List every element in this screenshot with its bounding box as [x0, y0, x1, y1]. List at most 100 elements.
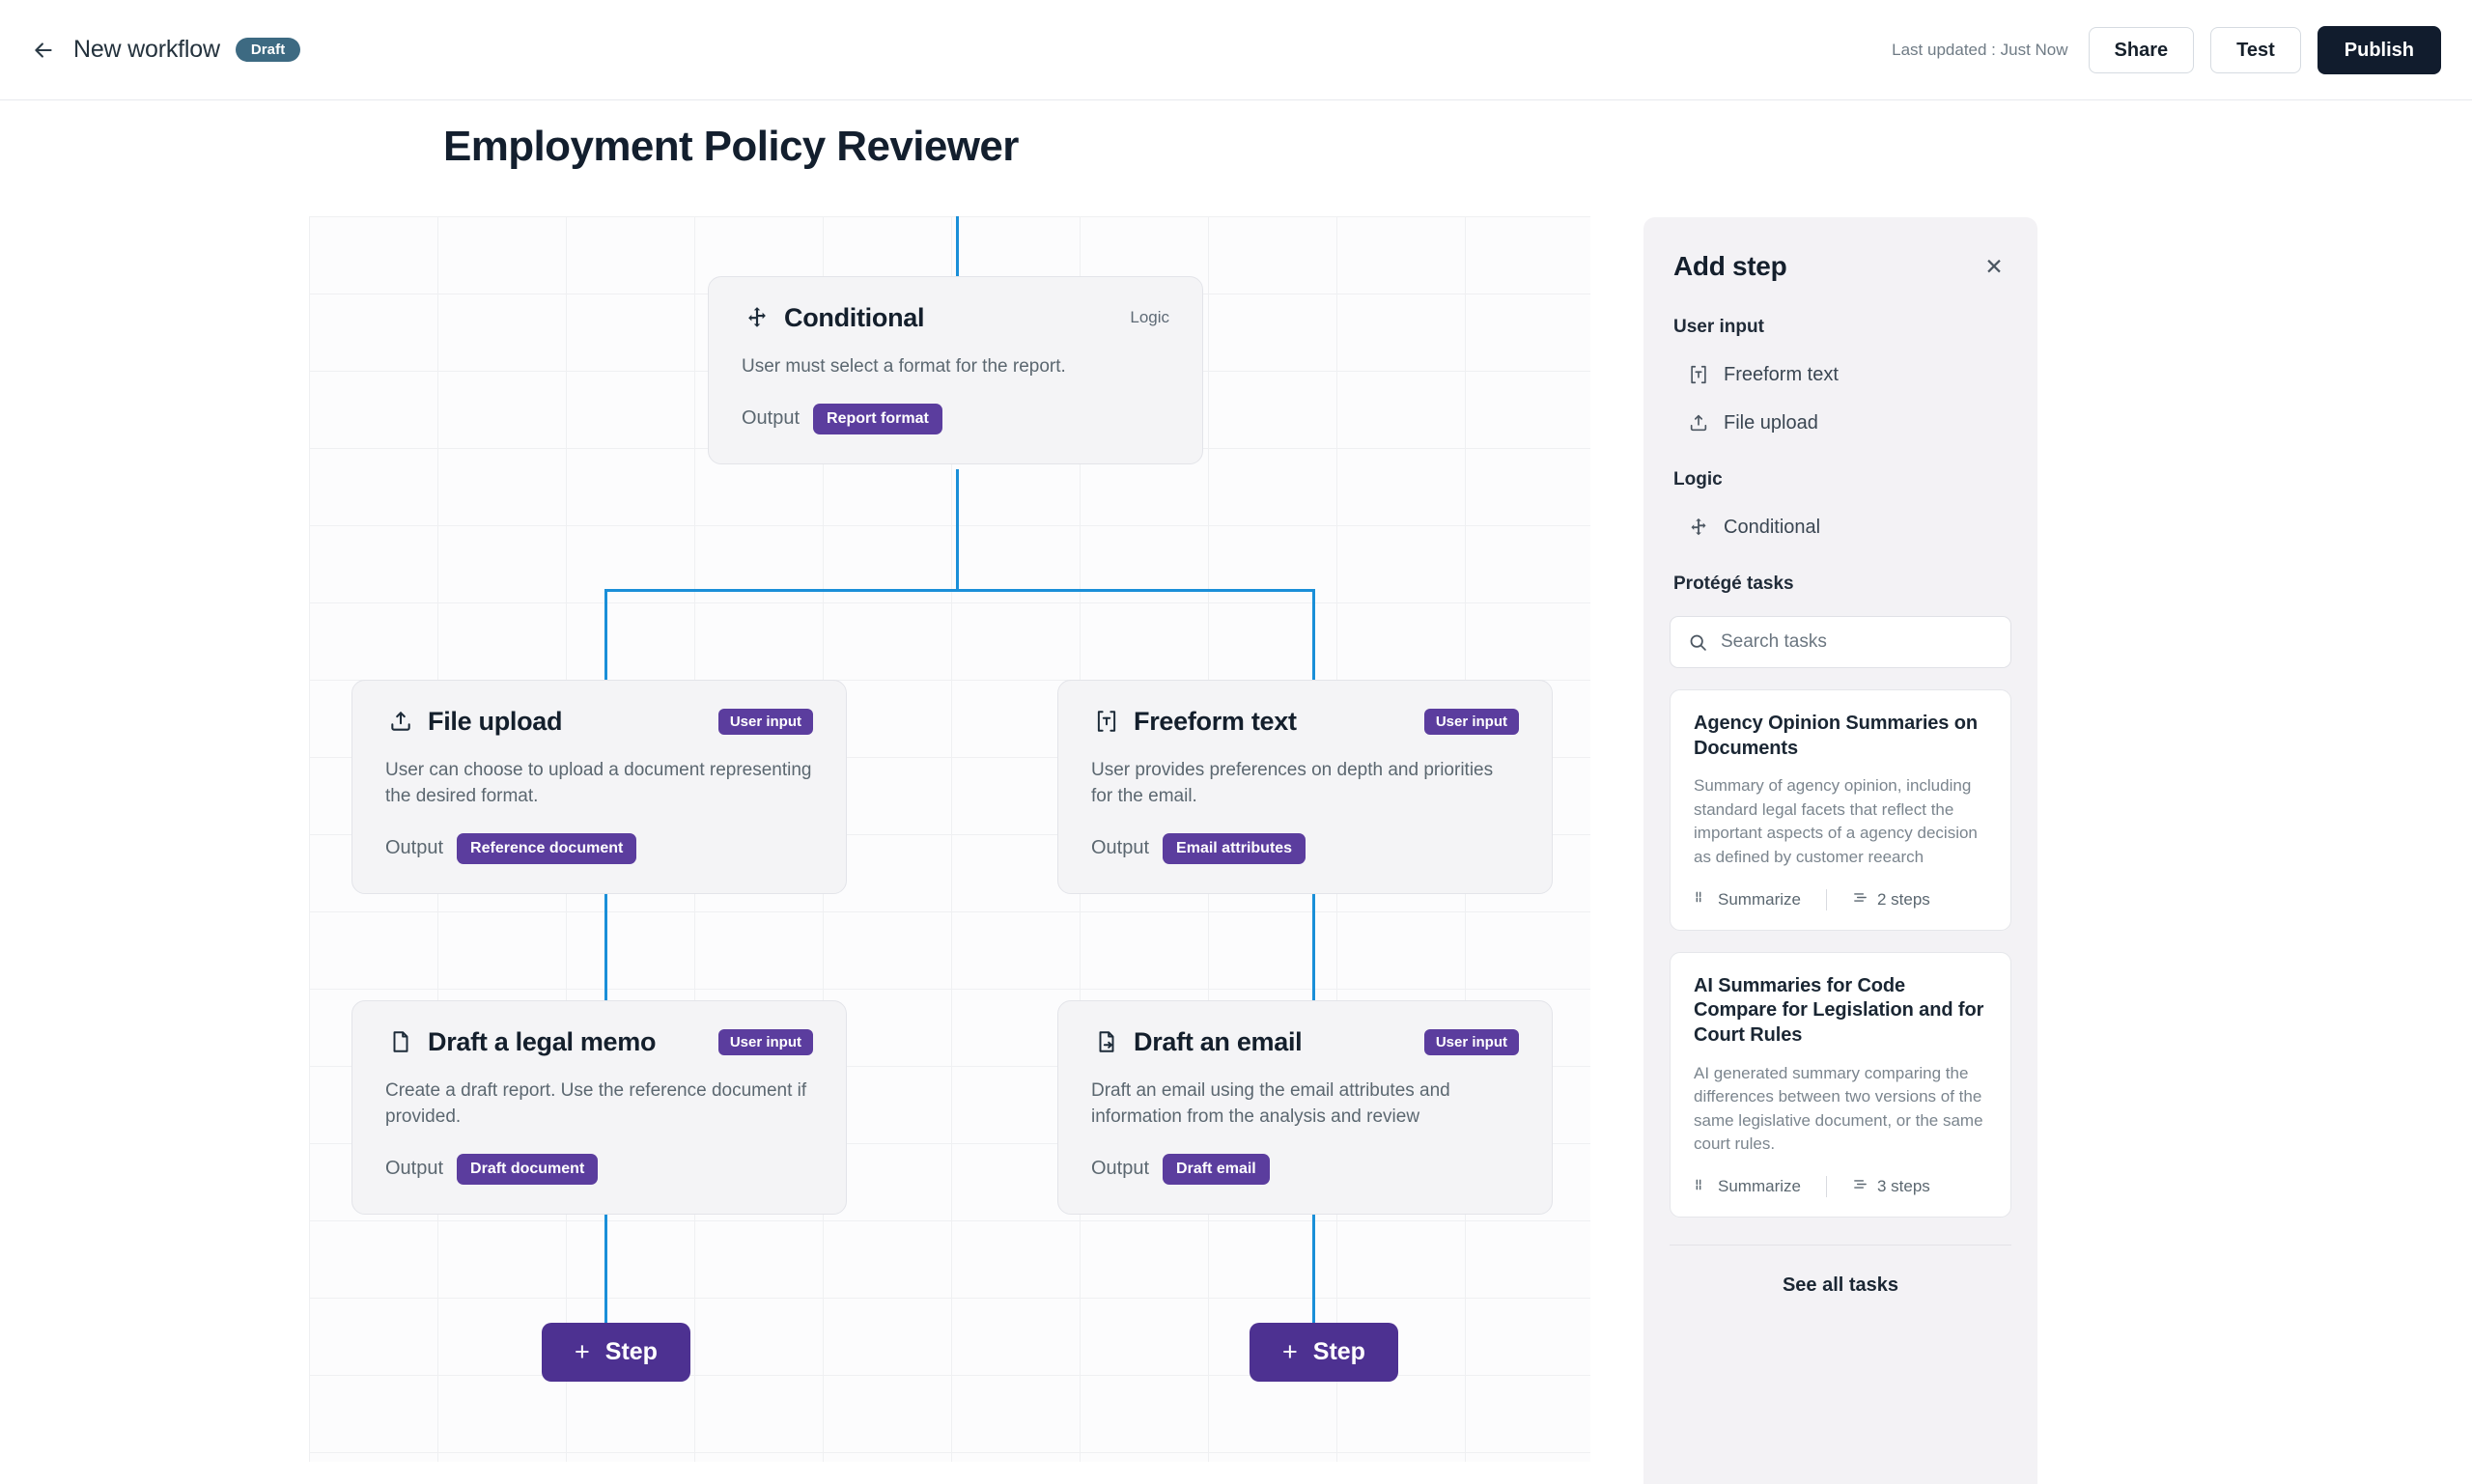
node-tag: User input — [717, 1028, 813, 1055]
node-tag: User input — [1423, 1028, 1519, 1055]
task-card[interactable]: AI Summaries for Code Compare for Legisl… — [1670, 951, 2011, 1218]
task-type-label: Summarize — [1718, 889, 1801, 909]
node-description: User provides preferences on depth and p… — [1091, 760, 1494, 806]
plus-icon: + — [1282, 1337, 1298, 1366]
flow-node-draft-an-email[interactable]: Draft an email User input Draft an email… — [1057, 1000, 1553, 1215]
node-description: User can choose to upload a document rep… — [385, 760, 812, 806]
node-description: Create a draft report. Use the reference… — [385, 1080, 807, 1127]
task-steps-label: 2 steps — [1876, 889, 1930, 909]
flow-node-freeform-text[interactable]: Freeform text User input User provides p… — [1057, 680, 1553, 894]
output-chip: Draft document — [457, 1153, 599, 1185]
panel-item-label: Conditional — [1724, 516, 1821, 538]
move-cross-icon — [742, 302, 772, 333]
search-input[interactable] — [1721, 631, 1995, 653]
status-badge: Draft — [235, 38, 301, 62]
steps-icon — [1852, 889, 1868, 910]
connector-branch-left-down — [604, 589, 607, 680]
flow-node-conditional[interactable]: Conditional Logic User must select a for… — [708, 276, 1203, 464]
text-bracket-icon — [1091, 706, 1122, 737]
node-tag: Logic — [1130, 308, 1169, 326]
output-chip: Report format — [813, 403, 942, 434]
workflow-name: New workflow — [73, 36, 220, 63]
node-header: Draft an email User input — [1091, 1026, 1519, 1057]
task-meta: Summarize 3 steps — [1694, 1176, 1987, 1198]
plus-icon: + — [575, 1337, 590, 1366]
connector-email-to-step — [1312, 1215, 1315, 1323]
node-title: Draft an email — [1134, 1026, 1303, 1056]
last-updated-text: Last updated : Just Now — [1892, 40, 2068, 59]
panel-item-file-upload[interactable]: File upload — [1643, 411, 2037, 434]
node-tag: User input — [1423, 708, 1519, 735]
close-icon[interactable]: ✕ — [1984, 253, 2004, 279]
divider — [1825, 1176, 1827, 1198]
steps-icon — [1852, 1176, 1868, 1197]
node-output-row: Output Reference document — [385, 832, 813, 864]
task-type: Summarize — [1694, 1177, 1801, 1197]
node-header: Conditional Logic — [742, 302, 1169, 333]
search-icon — [1686, 630, 1709, 654]
task-title: AI Summaries for Code Compare for Legisl… — [1694, 974, 1984, 1046]
output-label: Output — [385, 837, 444, 859]
arrow-left-icon[interactable] — [29, 36, 58, 65]
panel-header: Add step ✕ — [1643, 217, 2037, 282]
list-icon — [1694, 1177, 1709, 1197]
output-chip: Draft email — [1163, 1153, 1270, 1185]
node-title: Draft a legal memo — [428, 1026, 657, 1056]
task-meta: Summarize 2 steps — [1694, 888, 1987, 910]
test-button[interactable]: Test — [2210, 26, 2301, 73]
search-wrapper — [1643, 616, 2037, 668]
task-description: Summary of agency opinion, including sta… — [1694, 776, 1978, 867]
node-header: Freeform text User input — [1091, 706, 1519, 737]
top-bar-actions: Last updated : Just Now Share Test Publi… — [1892, 25, 2441, 74]
add-step-button-right[interactable]: + Step — [1250, 1323, 1398, 1382]
task-type-label: Summarize — [1718, 1177, 1801, 1196]
node-header: File upload User input — [385, 706, 813, 737]
panel-item-conditional[interactable]: Conditional — [1643, 516, 2037, 539]
node-output-row: Output Report format — [742, 403, 1169, 434]
flow-node-draft-legal-memo[interactable]: Draft a legal memo User input Create a d… — [351, 1000, 847, 1215]
node-tag: User input — [717, 708, 813, 735]
see-all-tasks-link[interactable]: See all tasks — [1670, 1245, 2011, 1297]
task-description: AI generated summary comparing the diffe… — [1694, 1063, 1983, 1154]
search-box[interactable] — [1670, 616, 2011, 668]
output-label: Output — [385, 1158, 444, 1180]
output-chip: Email attributes — [1163, 832, 1306, 864]
move-cross-icon — [1687, 516, 1710, 539]
panel-item-freeform-text[interactable]: Freeform text — [1643, 363, 2037, 386]
connector-freeform-to-email — [1312, 892, 1315, 1000]
task-steps-label: 3 steps — [1876, 1177, 1930, 1196]
node-output-row: Output Draft document — [385, 1153, 813, 1185]
node-output-row: Output Email attributes — [1091, 832, 1519, 864]
task-type: Summarize — [1694, 889, 1801, 910]
node-header: Draft a legal memo User input — [385, 1026, 813, 1057]
panel-section-title-protege-tasks: Protégé tasks — [1673, 574, 1794, 594]
document-arrow-icon — [1091, 1026, 1122, 1057]
panel-item-label: File upload — [1724, 411, 1818, 434]
node-output-row: Output Draft email — [1091, 1153, 1519, 1185]
text-bracket-icon — [1687, 363, 1710, 386]
top-bar-left-group: New workflow Draft — [29, 36, 301, 65]
add-step-button-left[interactable]: + Step — [542, 1323, 690, 1382]
task-steps: 3 steps — [1852, 1176, 1930, 1197]
output-chip: Reference document — [457, 832, 637, 864]
output-label: Output — [742, 407, 801, 430]
connector-top-into-conditional — [956, 216, 959, 276]
publish-button[interactable]: Publish — [2317, 25, 2441, 74]
add-step-panel: Add step ✕ User input Freeform text File… — [1643, 217, 2037, 1484]
list-icon — [1694, 889, 1709, 910]
upload-icon — [385, 706, 416, 737]
workflow-canvas[interactable]: Conditional Logic User must select a for… — [309, 216, 1590, 1462]
node-description: User must select a format for the report… — [742, 356, 1066, 377]
task-card[interactable]: Agency Opinion Summaries on Documents Su… — [1670, 689, 2011, 931]
add-step-label: Step — [604, 1338, 658, 1365]
panel-section-title-logic: Logic — [1673, 469, 1723, 490]
document-icon — [385, 1026, 416, 1057]
output-label: Output — [1091, 1158, 1150, 1180]
output-label: Output — [1091, 837, 1150, 859]
add-step-label: Step — [1312, 1338, 1365, 1365]
connector-conditional-down — [956, 469, 959, 591]
panel-section-title-user-input: User input — [1673, 317, 1764, 337]
connector-branch-horizontal — [604, 589, 1315, 592]
share-button[interactable]: Share — [2088, 26, 2195, 73]
flow-node-file-upload[interactable]: File upload User input User can choose t… — [351, 680, 847, 894]
